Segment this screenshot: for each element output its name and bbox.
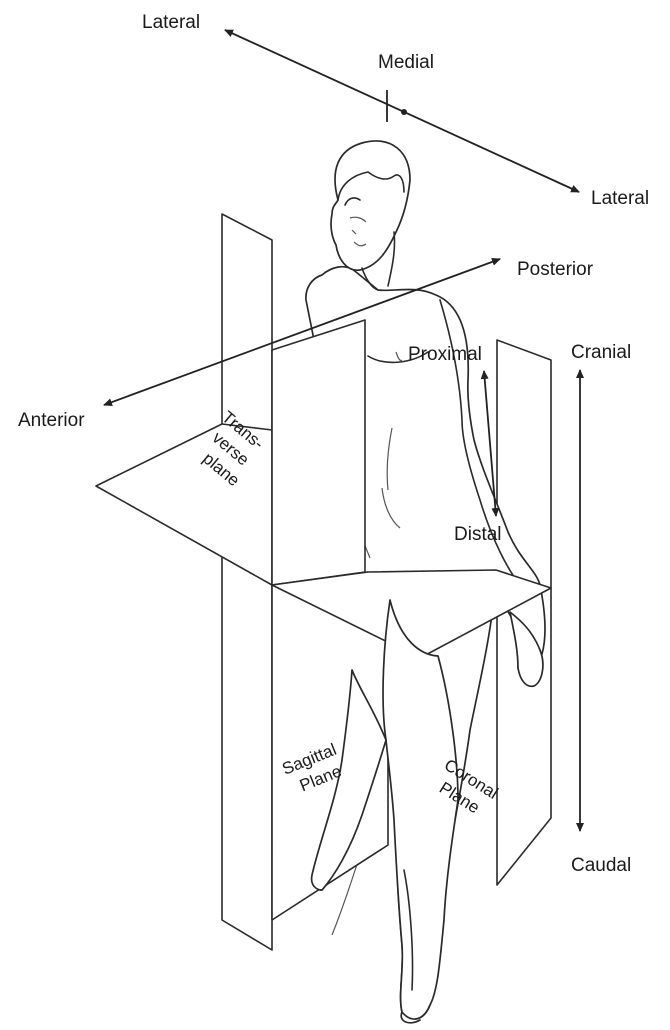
label-distal: Distal (454, 524, 502, 545)
sagittal-plane (272, 320, 365, 585)
back-vertical-panel (222, 214, 272, 950)
label-medial: Medial (378, 52, 434, 73)
medial-point (401, 109, 407, 115)
label-anterior: Anterior (18, 410, 85, 431)
label-cranial: Cranial (571, 342, 631, 363)
label-lateral-right: Lateral (591, 188, 649, 209)
label-caudal: Caudal (571, 855, 631, 876)
label-proximal: Proximal (408, 344, 482, 365)
label-lateral-left: Lateral (142, 12, 200, 33)
label-posterior: Posterior (517, 259, 594, 280)
